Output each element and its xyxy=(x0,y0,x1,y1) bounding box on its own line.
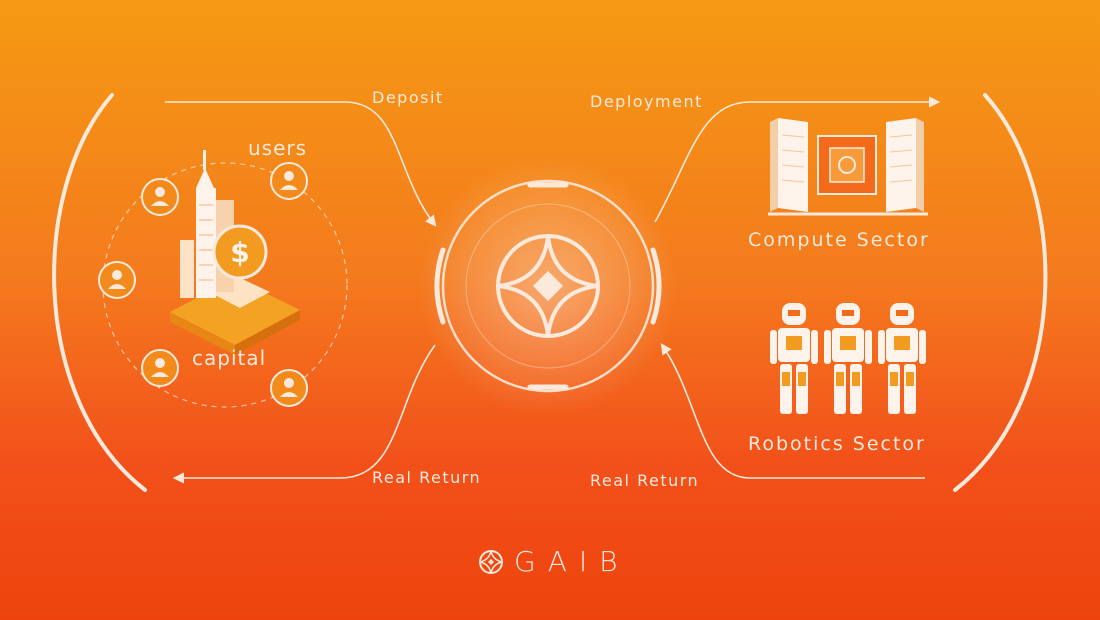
robot-icon xyxy=(770,303,926,414)
brand-name: GAIB xyxy=(514,545,630,578)
real-return-right-arrow xyxy=(660,343,925,479)
real-return-left-arrow xyxy=(172,344,436,484)
right-bracket xyxy=(953,93,1048,492)
svg-text:$: $ xyxy=(230,236,249,269)
real-return-right-label: Real Return xyxy=(590,471,700,490)
hub-ring xyxy=(441,179,655,393)
dollar-coin-icon: $ xyxy=(212,224,268,280)
gaib-logo-icon xyxy=(479,549,503,574)
users-label: users xyxy=(248,136,308,160)
brand-logo: GAIB xyxy=(478,545,629,578)
deposit-label: Deposit xyxy=(372,88,444,107)
capital-building-icon xyxy=(170,150,300,355)
deposit-arrow xyxy=(165,101,437,227)
compute-server-icon xyxy=(768,118,928,216)
deployment-label: Deployment xyxy=(590,92,703,111)
capital-label: capital xyxy=(192,346,267,370)
left-bracket xyxy=(52,93,147,492)
deployment-arrow xyxy=(654,96,941,223)
hub-logo-icon xyxy=(496,234,600,338)
robotics-sector-label: Robotics Sector xyxy=(748,433,926,455)
real-return-left-label: Real Return xyxy=(372,468,482,487)
compute-sector-label: Compute Sector xyxy=(748,229,930,251)
